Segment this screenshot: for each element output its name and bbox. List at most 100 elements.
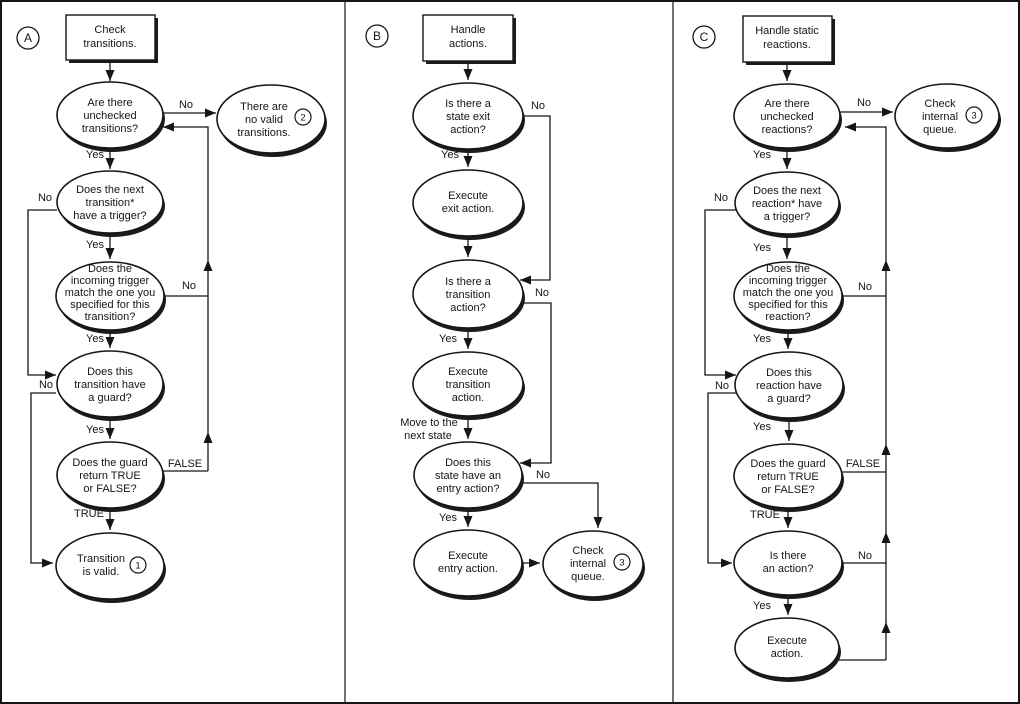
svg-text:match the one you: match the one you bbox=[65, 287, 156, 299]
svg-text:action?: action? bbox=[450, 302, 485, 314]
svg-text:action?: action? bbox=[450, 124, 485, 136]
edge-label-yes: Yes bbox=[86, 333, 104, 345]
svg-text:Does the guard: Does the guard bbox=[72, 457, 147, 469]
svg-text:reaction have: reaction have bbox=[756, 380, 822, 392]
panel-b-badge: B bbox=[365, 24, 389, 48]
start-box bbox=[742, 15, 833, 63]
connector-badge-circle bbox=[613, 553, 631, 571]
edge-label-no: No bbox=[714, 192, 728, 204]
edge-label-no: No bbox=[531, 100, 545, 112]
edge-label-no: No bbox=[536, 469, 550, 481]
edge-label-no: No bbox=[535, 287, 549, 299]
svg-text:Does the next: Does the next bbox=[753, 185, 821, 197]
flow-node-transition-action: Is there a transition action? bbox=[412, 259, 525, 332]
svg-text:return TRUE: return TRUE bbox=[79, 470, 141, 482]
panel-a-edge-labels: No Yes No Yes No Yes No Yes FALSE TRUE bbox=[38, 99, 202, 520]
panel-c-badge: C bbox=[692, 25, 716, 49]
svg-text:Is there a: Is there a bbox=[445, 98, 492, 110]
flow-node-entry-action-question: Does this state have an entry action? bbox=[413, 441, 524, 512]
svg-text:unchecked: unchecked bbox=[83, 110, 136, 122]
edge-a-return-line bbox=[163, 122, 209, 471]
svg-text:state exit: state exit bbox=[446, 111, 490, 123]
svg-text:reactions?: reactions? bbox=[762, 124, 813, 136]
svg-text:transition?: transition? bbox=[85, 311, 136, 323]
edge-label-no: No bbox=[858, 550, 872, 562]
edge-label-yes: Yes bbox=[753, 333, 771, 345]
svg-text:exit action.: exit action. bbox=[442, 203, 495, 215]
connector-badge-circle bbox=[129, 556, 147, 574]
panel-badge-circle bbox=[692, 25, 716, 49]
svg-text:action.: action. bbox=[452, 392, 484, 404]
edge-b-no-trans bbox=[520, 302, 552, 468]
flow-node-check-internal-queue-c: Check internal queue. 3 bbox=[894, 83, 1001, 152]
edge-label-no: No bbox=[38, 192, 52, 204]
edge-label-yes: Yes bbox=[753, 242, 771, 254]
svg-text:unchecked: unchecked bbox=[760, 111, 813, 123]
svg-text:Handle: Handle bbox=[451, 24, 486, 36]
svg-text:or FALSE?: or FALSE? bbox=[761, 484, 814, 496]
svg-text:a guard?: a guard? bbox=[767, 393, 810, 405]
flow-node-reaction-guard-return: Does the guard return TRUE or FALSE? bbox=[733, 443, 844, 512]
panel-a-badge: A bbox=[16, 26, 40, 50]
svg-text:incoming trigger: incoming trigger bbox=[749, 275, 828, 287]
svg-text:Does this: Does this bbox=[445, 457, 491, 469]
edge-c-no-trigger-to-guard bbox=[704, 209, 736, 380]
flow-node-unchecked-transitions: Are there unchecked transitions? bbox=[56, 81, 165, 152]
svg-text:no valid: no valid bbox=[245, 114, 283, 126]
svg-text:Are there: Are there bbox=[764, 98, 809, 110]
flow-node-check-transitions: Check transitions. bbox=[65, 14, 158, 63]
flow-node-state-exit-action: Is there a state exit action? bbox=[412, 82, 525, 153]
panel-badge-label: A bbox=[24, 31, 32, 45]
flow-node-is-there-action: Is there an action? bbox=[733, 530, 844, 599]
connector-badge-circle bbox=[294, 108, 312, 126]
svg-text:Handle static: Handle static bbox=[755, 25, 819, 37]
edge-label-false: FALSE bbox=[168, 458, 202, 470]
svg-text:Execute: Execute bbox=[448, 550, 488, 562]
svg-text:Execute: Execute bbox=[448, 366, 488, 378]
flow-node-transition-valid: Transition is valid. 1 bbox=[55, 532, 166, 603]
svg-text:transitions.: transitions. bbox=[83, 38, 136, 50]
flow-node-reaction-trigger-match: Does the incoming trigger match the one … bbox=[733, 261, 844, 334]
svg-text:entry action.: entry action. bbox=[438, 563, 498, 575]
flow-node-reaction-trigger: Does the next reaction* have a trigger? bbox=[734, 171, 841, 238]
edge-label-true: TRUE bbox=[74, 508, 104, 520]
svg-text:Check: Check bbox=[572, 545, 604, 557]
edge-a-no-trigger-to-guard bbox=[27, 209, 57, 380]
up-arrowhead-icon bbox=[881, 444, 891, 455]
svg-text:queue.: queue. bbox=[571, 571, 605, 583]
edge-note-move: next state bbox=[404, 430, 452, 442]
svg-text:queue.: queue. bbox=[923, 124, 957, 136]
connector-badge-3: 3 bbox=[971, 111, 976, 122]
up-arrowhead-icon bbox=[203, 260, 213, 271]
edge-label-yes: Yes bbox=[441, 149, 459, 161]
svg-text:Execute: Execute bbox=[767, 635, 807, 647]
flow-node-trigger-match: Does the incoming trigger match the one … bbox=[55, 261, 166, 334]
edge-label-true: TRUE bbox=[750, 509, 780, 521]
panel-c-edges bbox=[704, 62, 893, 661]
flow-node-execute-entry-action: Execute entry action. bbox=[413, 529, 524, 600]
edge-label-no: No bbox=[715, 380, 729, 392]
edge-label-yes: Yes bbox=[753, 600, 771, 612]
svg-text:transition have: transition have bbox=[74, 379, 146, 391]
flow-node-unchecked-reactions: Are there unchecked reactions? bbox=[733, 83, 842, 152]
flow-node-guard-return: Does the guard return TRUE or FALSE? bbox=[56, 441, 165, 512]
svg-text:Check: Check bbox=[94, 24, 126, 36]
svg-text:Check: Check bbox=[924, 98, 956, 110]
svg-text:There are: There are bbox=[240, 101, 288, 113]
svg-text:reactions.: reactions. bbox=[763, 39, 811, 51]
flow-node-reaction-guard: Does this reaction have a guard? bbox=[734, 351, 845, 422]
svg-text:Execute: Execute bbox=[448, 190, 488, 202]
svg-text:a trigger?: a trigger? bbox=[764, 211, 810, 223]
panel-b-edges bbox=[463, 61, 603, 568]
svg-text:internal: internal bbox=[922, 111, 958, 123]
up-arrowhead-icon bbox=[881, 622, 891, 633]
svg-text:Are there: Are there bbox=[87, 97, 132, 109]
edge-label-false: FALSE bbox=[846, 458, 880, 470]
edge-label-no: No bbox=[858, 281, 872, 293]
edge-b-no-exit bbox=[520, 115, 551, 285]
edge-label-yes: Yes bbox=[439, 333, 457, 345]
svg-text:an action?: an action? bbox=[763, 563, 814, 575]
flow-node-no-valid-transitions: There are no valid transitions. 2 bbox=[216, 84, 327, 157]
up-arrowhead-icon bbox=[203, 432, 213, 443]
